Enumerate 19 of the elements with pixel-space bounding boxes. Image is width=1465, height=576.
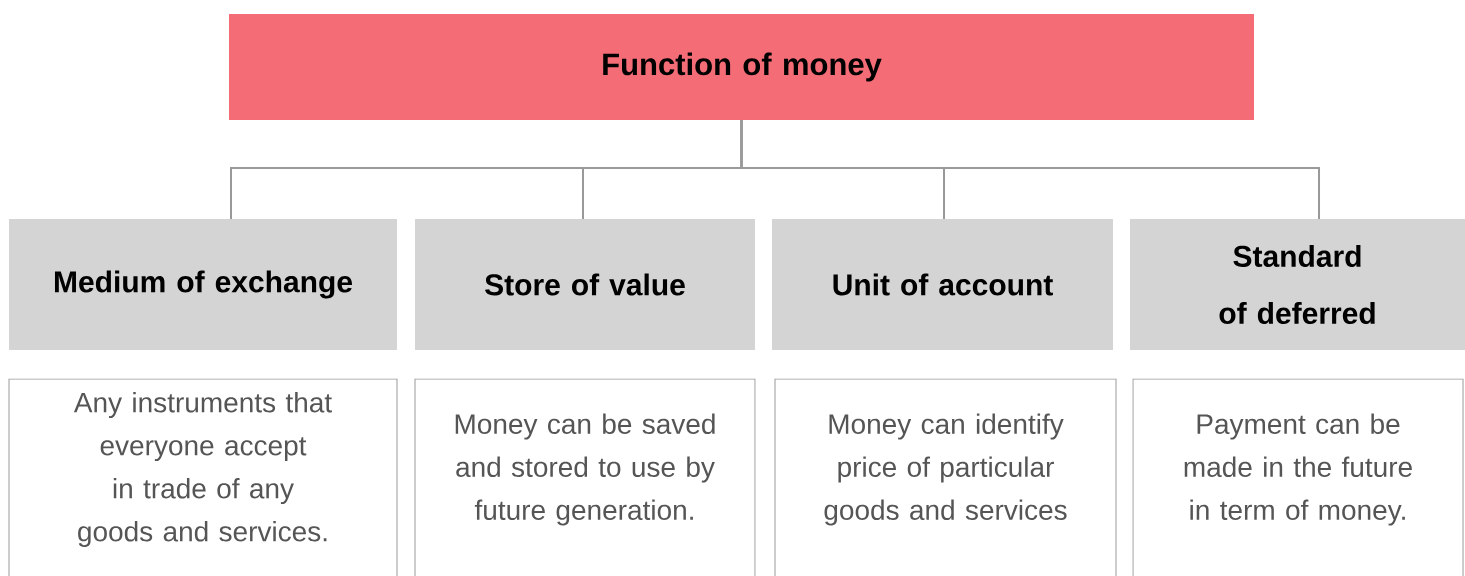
node-label: Unit of account — [833, 273, 1053, 296]
description-box — [1132, 378, 1464, 576]
description-box — [8, 378, 398, 576]
connector-line — [740, 119, 1320, 220]
category-box — [772, 219, 1113, 350]
category-box — [1130, 219, 1465, 350]
node-label: Store of value — [485, 273, 685, 296]
node-label: Any instruments that everyone accept in trade of any goods and services. — [73, 391, 332, 548]
node-label: Function of money — [603, 52, 882, 82]
node-label: Payment can be made in the future in term of money. — [1184, 413, 1412, 526]
node-label: Money can be saved and stored to use by future generation. — [455, 413, 715, 526]
category-box — [9, 219, 397, 350]
description-box — [774, 378, 1117, 576]
process-box — [229, 14, 1254, 120]
category-box — [415, 219, 755, 350]
node-label: Medium of exchange — [54, 270, 352, 299]
node-label: Money can identify price of particular goods and services — [824, 413, 1067, 526]
node-label: Standard of deferred — [1219, 244, 1375, 325]
description-box — [414, 378, 756, 576]
